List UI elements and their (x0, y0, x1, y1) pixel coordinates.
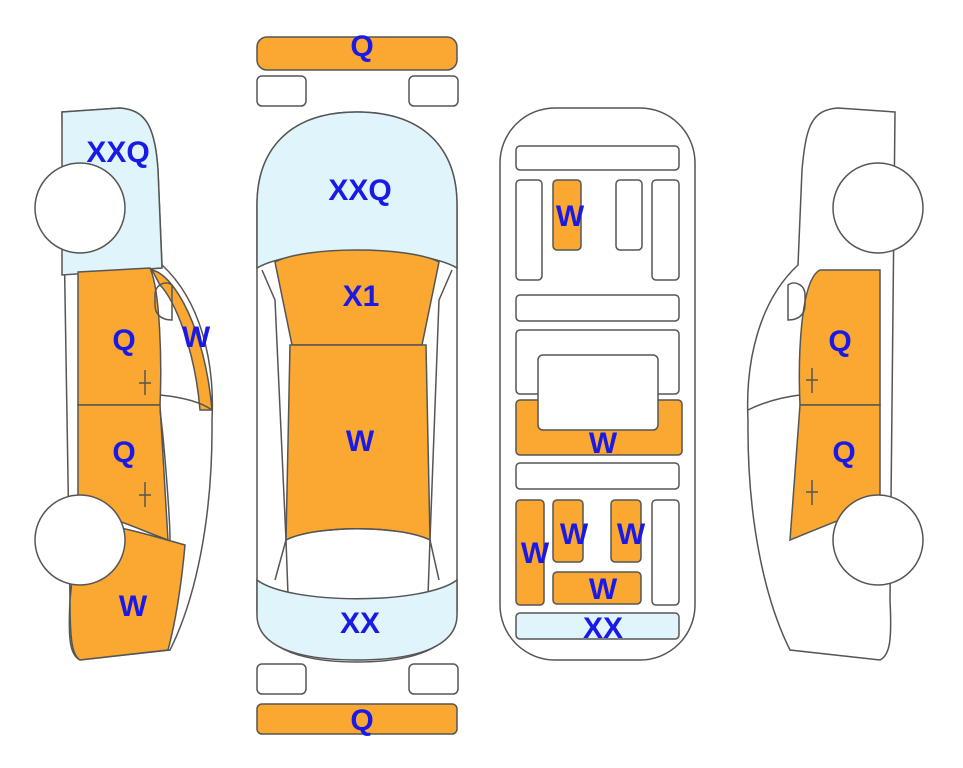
right-rear-wheel (832, 494, 924, 586)
left-front-handle (139, 370, 151, 395)
right-rear-door-label: Q (832, 436, 855, 469)
left-front-door-label: Q (112, 324, 135, 357)
left-quarter-label: W (119, 590, 148, 623)
frame-rear-low-label: W (589, 573, 618, 606)
right-front-wheel (832, 162, 924, 254)
frame-mid-bar (515, 294, 680, 322)
frame-center-window (537, 354, 659, 431)
left-mirror (154, 282, 173, 321)
frame-rear-mid-right-label: W (617, 518, 646, 551)
frame-rear-mid-left-label: W (560, 518, 589, 551)
left-front-wheel (34, 162, 126, 254)
frame-rear-mid-right-shape[interactable] (610, 499, 642, 563)
front-bumper-label: Q (350, 30, 373, 63)
rear-left-light (256, 663, 307, 695)
underbody-view (499, 107, 696, 661)
left-window-line (159, 394, 213, 411)
top-hood-label: X1 (343, 280, 380, 313)
frame-rail-label: W (556, 200, 585, 233)
frame-rear-low-shape[interactable] (552, 571, 642, 605)
frame-rear-mid-left-shape[interactable] (552, 499, 584, 563)
frame-cross-label: W (589, 427, 618, 460)
right-front-handle (806, 368, 818, 393)
frame-rear-left-shape[interactable] (515, 499, 545, 606)
right-rear-handle (806, 480, 818, 505)
frame-rear-left-label: W (521, 537, 550, 570)
top-left-side-line (261, 269, 287, 581)
rear-right-light (408, 663, 459, 695)
left-rear-wheel (34, 494, 126, 586)
left-pillar-label: W (182, 321, 211, 354)
frame-lower-bar (515, 462, 680, 490)
right-front-door-label: Q (828, 325, 851, 358)
front-bumper-shape[interactable] (256, 36, 458, 71)
left-glass-label: XXQ (86, 136, 149, 169)
frame-rear-panel-shape[interactable] (515, 612, 680, 640)
front-left-light (256, 75, 307, 107)
top-hood-shape[interactable] (274, 249, 440, 346)
right-mirror (787, 282, 806, 321)
right-window-line (747, 394, 801, 411)
left-rear-door-label: Q (112, 436, 135, 469)
top-windshield-label: XXQ (328, 174, 391, 207)
right-side-view (746, 107, 924, 661)
top-right-side-line (429, 269, 453, 581)
frame-front-right-rail (651, 179, 680, 281)
front-right-light (408, 75, 459, 107)
frame-rear-panel-label: XX (583, 612, 623, 645)
top-roof-label: W (346, 425, 375, 458)
rear-bumper-shape[interactable] (256, 703, 458, 735)
frame-front-inner-right (615, 179, 643, 251)
left-side-view (34, 107, 214, 661)
damage-labels: Q XXQ X1 W XX Q XXQ Q W Q W W W W W W W … (86, 30, 855, 737)
top-rear-glass-label: XX (340, 607, 380, 640)
left-rear-handle (139, 482, 151, 507)
rear-bumper-label: Q (350, 704, 373, 737)
frame-rear-right-rail (651, 499, 680, 606)
left-door-seam (159, 409, 171, 541)
top-rear-glass-shape[interactable] (256, 578, 458, 661)
frame-front-left-rail (515, 179, 543, 281)
top-view (256, 36, 459, 735)
frame-rail-shape[interactable] (552, 179, 582, 251)
frame-front-bar (515, 145, 680, 171)
